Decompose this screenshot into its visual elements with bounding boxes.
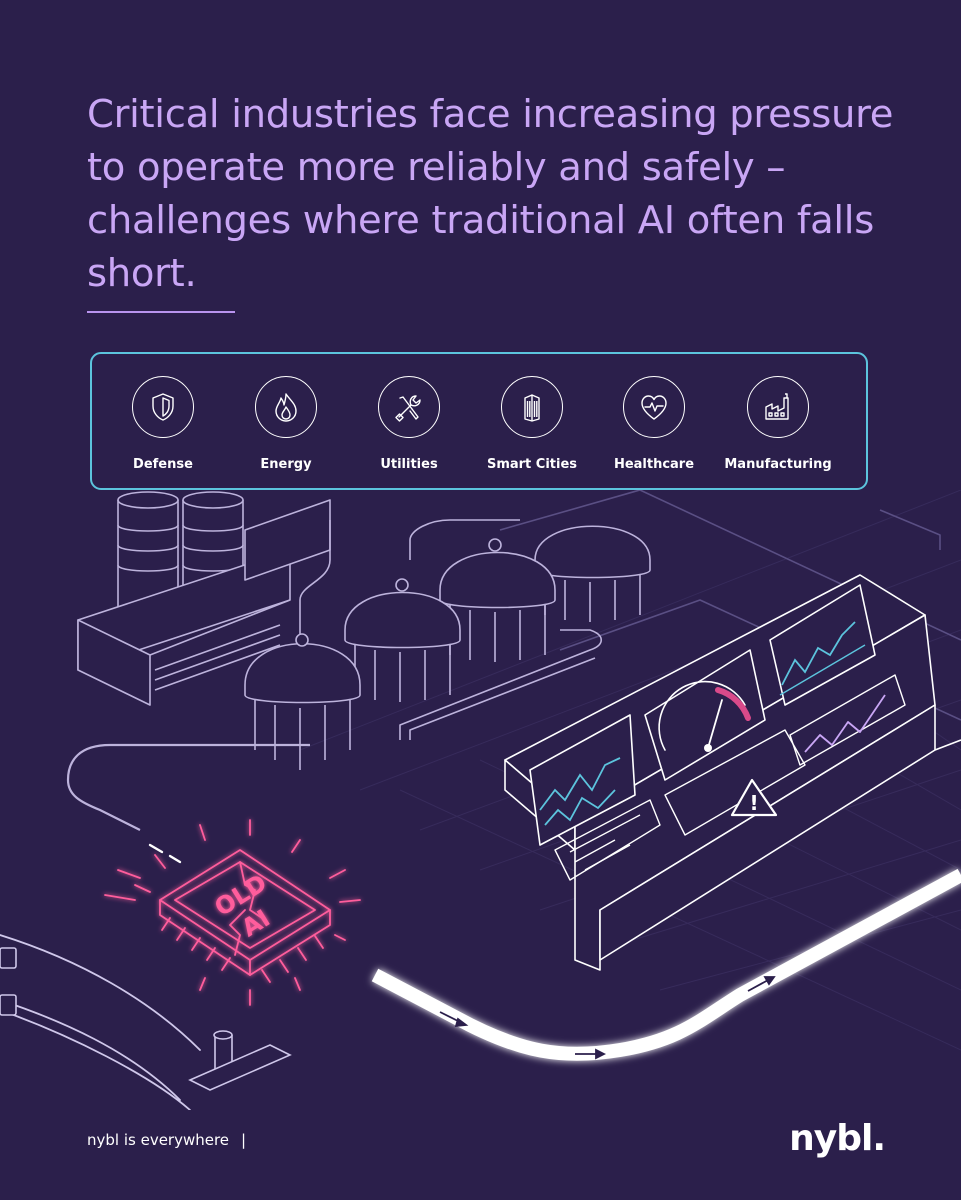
industry-healthcare: Healthcare	[589, 376, 719, 472]
flame-icon	[255, 376, 317, 438]
tagline-separator: |	[241, 1131, 247, 1149]
industries-panel: Defense Energy Utilities	[90, 352, 868, 490]
power-lines	[0, 934, 201, 1110]
footer-tagline: nybl is everywhere |	[87, 1131, 246, 1149]
chart-line-left-1	[539, 757, 621, 811]
data-flow-path	[371, 868, 961, 1061]
industry-defense: Defense	[98, 376, 228, 472]
flow-arrows	[439, 976, 776, 1060]
industry-label: Defense	[133, 457, 193, 472]
screen-center	[644, 649, 766, 781]
chart-line-left-2	[544, 789, 616, 826]
feed-pipe-broken	[148, 843, 182, 864]
storage-tanks	[244, 525, 651, 770]
svg-text:!: !	[749, 791, 758, 815]
headline: Critical industries face increasing pres…	[87, 92, 894, 296]
feed-pipe	[66, 743, 310, 831]
shield-icon	[132, 376, 194, 438]
storage-tank	[244, 633, 361, 770]
building-icon	[501, 376, 563, 438]
industry-label: Healthcare	[613, 457, 695, 472]
industrial-illustration: ! OLD AI	[0, 490, 961, 1110]
factory-icon	[747, 376, 809, 438]
storage-tank	[534, 525, 651, 622]
industry-energy: Energy	[221, 376, 351, 472]
storage-tank	[344, 578, 461, 702]
nybl-logo: nybl.	[789, 1118, 886, 1159]
console-lower-panel	[554, 674, 906, 881]
chip-label: OLD AI	[210, 869, 275, 943]
power-insulators	[0, 947, 292, 1091]
screen-right	[769, 584, 876, 706]
industry-label: Manufacturing	[724, 457, 832, 472]
headline-underline	[87, 311, 235, 313]
warning-icon: !	[730, 778, 778, 817]
industry-label: Utilities	[380, 457, 438, 472]
pipes	[299, 519, 603, 740]
tools-icon	[378, 376, 440, 438]
industry-smart-cities: Smart Cities	[467, 376, 597, 472]
tagline-text: nybl is everywhere	[87, 1131, 230, 1149]
industry-manufacturing: Manufacturing	[713, 376, 843, 472]
chimney-towers	[117, 491, 244, 617]
gauge	[658, 680, 751, 752]
chart-line-right	[781, 621, 856, 686]
factory-base	[77, 499, 331, 706]
industry-label: Smart Cities	[486, 457, 578, 472]
old-ai-chip	[104, 819, 361, 1006]
chart-baseline-right	[779, 644, 866, 696]
heart-pulse-icon	[623, 376, 685, 438]
industry-label: Energy	[260, 457, 312, 472]
industry-utilities: Utilities	[344, 376, 474, 472]
